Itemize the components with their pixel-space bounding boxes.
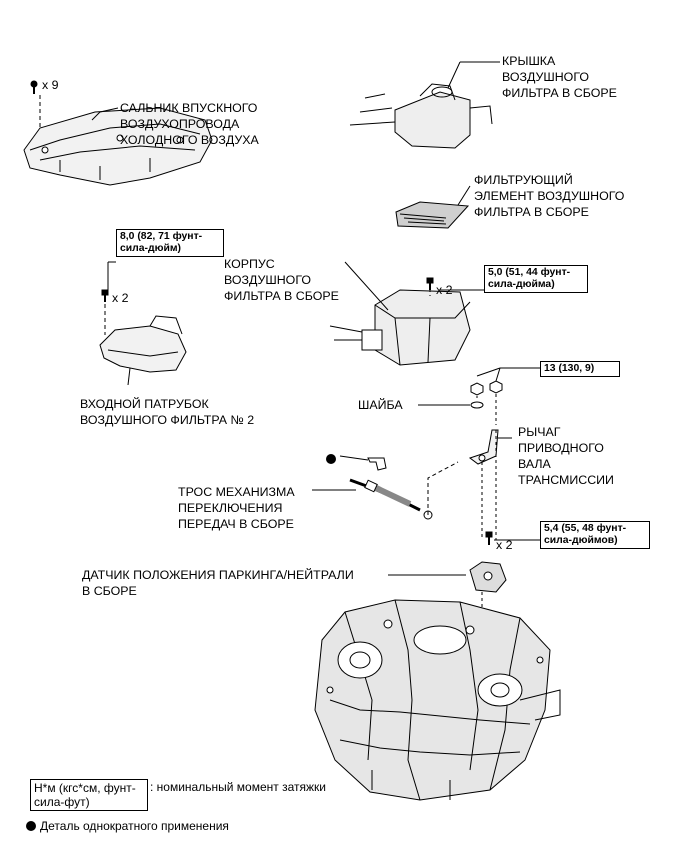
legend-non-reusable: Деталь однократного применения xyxy=(40,819,229,833)
torque-lever-nuts: 13 (130, 9) xyxy=(540,361,620,377)
legend-torque-unit: Н*м (кгс*см, фунт- сила-фут) xyxy=(30,779,148,811)
inlet-pipe-bolt-icon xyxy=(101,289,109,302)
seal-clip-icon xyxy=(30,80,38,94)
inlet-pipe-illustration xyxy=(99,261,187,386)
label-washer: ШАЙБА xyxy=(358,398,403,412)
shift-cable-illustration xyxy=(349,478,433,520)
non-reusable-marker-icon xyxy=(326,454,336,464)
washer-icon xyxy=(470,401,484,409)
label-park-neutral-switch: ДАТЧИК ПОЛОЖЕНИЯ ПАРКИНГА/НЕЙТРАЛИ В СБО… xyxy=(82,568,354,598)
legend-non-reusable-marker-icon xyxy=(26,821,36,831)
park-neutral-switch-illustration xyxy=(469,561,507,593)
legend-torque-desc: : номинальный момент затяжки xyxy=(150,780,326,794)
air-cleaner-case-illustration xyxy=(329,261,471,366)
label-inlet-pipe: ВХОДНОЙ ПАТРУБОК ВОЗДУШНОГО ФИЛЬТРА № 2 xyxy=(80,397,255,427)
case-bolt-icon xyxy=(426,277,434,290)
torque-switch-bolts: 5,4 (55, 48 фунт- сила-дюймов) xyxy=(540,521,650,549)
label-air-cleaner-cap: КРЫШКА ВОЗДУШНОГО ФИЛЬТРА В СБОРЕ xyxy=(502,54,617,100)
label-shift-cable: ТРОС МЕХАНИЗМА ПЕРЕКЛЮЧЕНИЯ ПЕРЕДАЧ В СБ… xyxy=(178,485,295,531)
qty-switch-bolts: x 2 xyxy=(496,538,513,552)
label-air-cleaner-case: КОРПУС ВОЗДУШНОГО ФИЛЬТРА В СБОРЕ xyxy=(224,257,339,303)
cold-air-intake-seal-illustration xyxy=(23,95,213,186)
filter-element-illustration xyxy=(395,185,471,229)
qty-seal-clips: x 9 xyxy=(42,78,59,92)
label-filter-element: ФИЛЬТРУЮЩИЙ ЭЛЕМЕНТ ВОЗДУШНОГО ФИЛЬТРА В… xyxy=(474,173,625,219)
control-shaft-lever-illustration xyxy=(468,429,499,465)
qty-inlet-pipe-bolts: x 2 xyxy=(112,291,129,305)
label-control-shaft-lever: РЫЧАГ ПРИВОДНОГО ВАЛА ТРАНСМИССИИ xyxy=(518,425,614,487)
switch-bolt-icon xyxy=(485,531,493,545)
shift-cable-clip-illustration xyxy=(367,457,387,471)
label-cold-air-intake-seal: САЛЬНИК ВПУСКНОГО ВОЗДУХОПРОВОДА ХОЛОДНО… xyxy=(120,101,259,147)
torque-case-bolts: 5,0 (51, 44 фунт- сила-дюйма) xyxy=(484,265,588,293)
qty-case-bolts: x 2 xyxy=(436,283,453,297)
transaxle-illustration xyxy=(314,599,561,801)
air-cleaner-cap-illustration xyxy=(349,61,500,149)
torque-inlet-pipe-bolts: 8,0 (82, 71 фунт- сила-дюйм) xyxy=(116,229,224,257)
lever-nut-icon xyxy=(470,380,503,396)
